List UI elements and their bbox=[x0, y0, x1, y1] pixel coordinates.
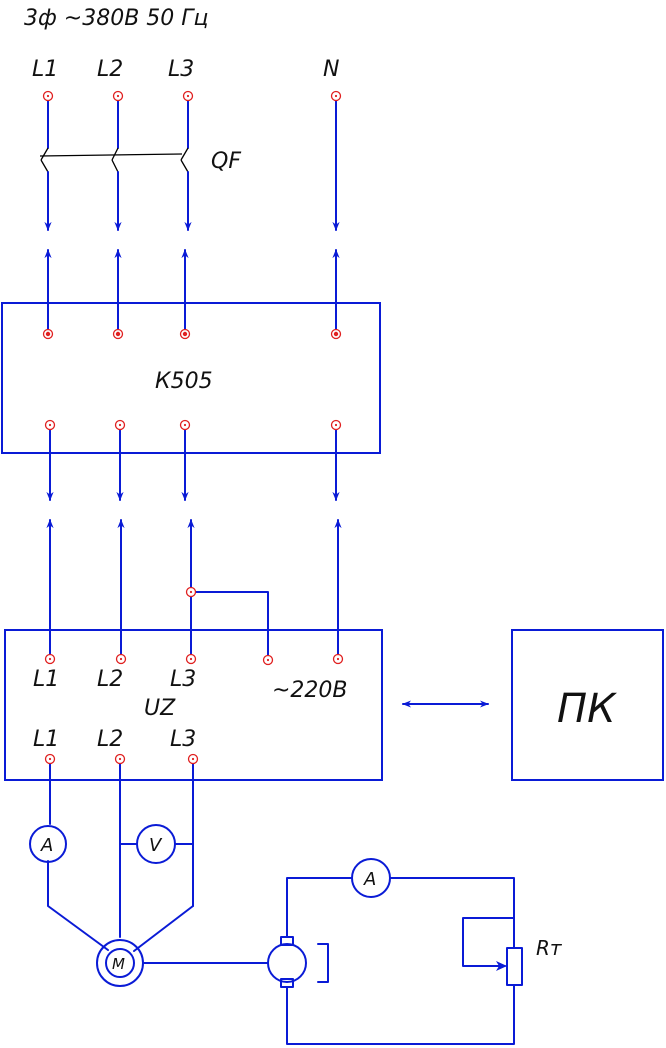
load-circuit-wires bbox=[286, 877, 515, 1045]
terminal-dot bbox=[266, 658, 270, 662]
terminal-dot bbox=[48, 657, 52, 661]
terminal-dot bbox=[119, 657, 123, 661]
terminal-dot bbox=[46, 94, 50, 98]
uz-aux-label: ~220В bbox=[272, 678, 348, 703]
motor-circuit-wires bbox=[47, 758, 194, 952]
uz-out-label-l2: L2 bbox=[97, 727, 123, 752]
k505-label: К505 bbox=[155, 369, 213, 394]
rheostat bbox=[496, 947, 523, 986]
pc-label: ПК bbox=[557, 686, 617, 732]
lower-connector-plugs bbox=[46, 424, 342, 660]
terminal-dot bbox=[116, 94, 120, 98]
k505-box bbox=[1, 302, 381, 454]
terminal-dot bbox=[334, 94, 338, 98]
ammeter-ac: A bbox=[29, 825, 67, 863]
uz-out-label-l1: L1 bbox=[33, 727, 59, 752]
terminal-dot bbox=[48, 423, 52, 427]
neutral-label: N bbox=[323, 57, 339, 82]
voltmeter: V bbox=[136, 824, 176, 864]
terminal-dot bbox=[115, 331, 121, 337]
terminal-dot bbox=[189, 590, 193, 594]
upper-connector-plugs bbox=[44, 96, 340, 335]
phase-label-l2: L2 bbox=[97, 57, 123, 82]
terminal-dot bbox=[182, 331, 188, 337]
ammeter-dc-label: A bbox=[363, 869, 376, 890]
uz-in-label-l3: L3 bbox=[170, 667, 196, 692]
uz-label: UZ bbox=[144, 696, 176, 721]
terminals bbox=[42, 90, 344, 765]
terminal-dot bbox=[118, 423, 122, 427]
terminal-dot bbox=[45, 331, 51, 337]
supply-wires bbox=[47, 96, 189, 149]
terminal-dot bbox=[333, 331, 339, 337]
uz-in-label-l2: L2 bbox=[97, 667, 123, 692]
breaker-qf bbox=[39, 147, 189, 173]
terminal-dot bbox=[186, 94, 190, 98]
dc-generator bbox=[267, 936, 329, 988]
breaker-label: QF bbox=[211, 149, 241, 174]
terminal-dot bbox=[183, 423, 187, 427]
motor-label: M bbox=[112, 955, 125, 973]
voltmeter-label: V bbox=[149, 835, 163, 856]
aux-220v-tap bbox=[190, 591, 269, 661]
phase-label-l3: L3 bbox=[168, 57, 194, 82]
uz-out-label-l3: L3 bbox=[170, 727, 196, 752]
supply-label: 3ф ~380В 50 Гц bbox=[24, 6, 209, 31]
terminal-dot bbox=[189, 657, 193, 661]
terminal-dot bbox=[48, 757, 52, 761]
ammeter-ac-label: A bbox=[40, 835, 53, 856]
terminal-dot bbox=[334, 423, 338, 427]
uz-in-label-l1: L1 bbox=[33, 667, 59, 692]
terminal-dot bbox=[336, 657, 340, 661]
terminal-dot bbox=[191, 757, 195, 761]
pc-box bbox=[511, 629, 664, 781]
terminal-dot bbox=[118, 757, 122, 761]
rheostat-label: Rт bbox=[536, 936, 563, 960]
phase-label-l1: L1 bbox=[32, 57, 58, 82]
ammeter-dc: A bbox=[351, 858, 391, 898]
motor-m: M bbox=[96, 939, 144, 987]
